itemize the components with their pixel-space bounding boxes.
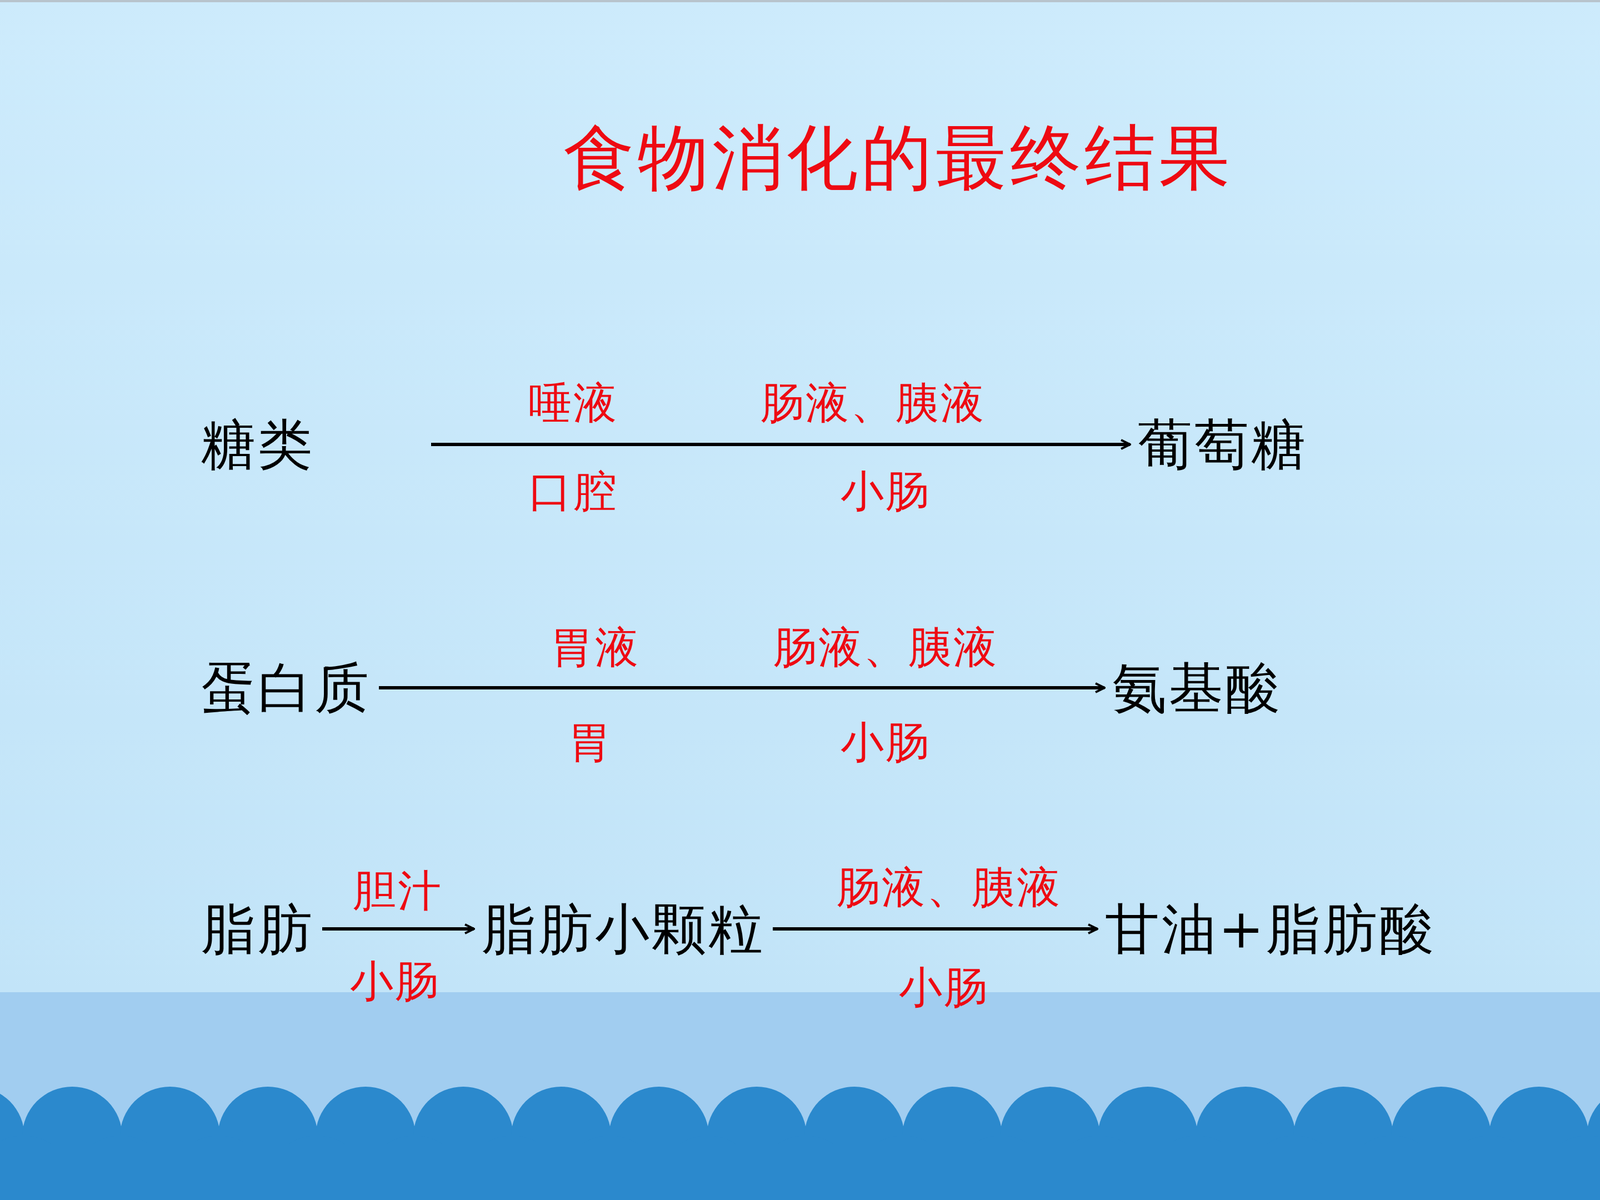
digestion-label: 肠液、胰液 <box>760 379 986 428</box>
term-text: 糖类 <box>201 413 424 477</box>
title: 食物消化的最终结果 <box>563 110 1234 207</box>
digestion-label: 肠液、胰液 <box>773 623 999 672</box>
sea-band <box>0 992 1600 1200</box>
wave-base <box>0 1144 1600 1200</box>
digestion-label: 小肠 <box>840 467 931 516</box>
term-node: 糖类 <box>201 413 424 477</box>
digestion-arrow <box>378 686 1105 690</box>
digestion-arrow <box>772 927 1098 931</box>
term-node: 甘油+脂肪酸 <box>1105 897 1437 961</box>
digestion-label: 小肠 <box>898 963 989 1012</box>
digestion-label: 口腔 <box>528 467 619 516</box>
term-node: 脂肪小颗粒 <box>481 897 765 961</box>
wave-row <box>0 1086 1600 1200</box>
digestion-label: 唾液 <box>528 379 619 428</box>
digestion-label: 肠液、胰液 <box>836 863 1062 912</box>
term-text: 脂肪小颗粒 <box>481 897 765 961</box>
digestion-label: 小肠 <box>350 957 440 1006</box>
sky-ground <box>0 0 1600 993</box>
term-text: 葡萄糖 <box>1137 413 1308 477</box>
term-node: 葡萄糖 <box>1137 413 1308 477</box>
term-node: 蛋白质 <box>201 656 372 720</box>
term-text: 氨基酸 <box>1112 656 1283 720</box>
term-text: 甘油+脂肪酸 <box>1105 897 1437 961</box>
term-text: 脂肪 <box>201 897 315 961</box>
digestion-arrow <box>322 927 474 931</box>
digestion-label: 胃液 <box>550 623 640 672</box>
term-node: 脂肪 <box>201 897 315 961</box>
digestion-label: 胃 <box>567 718 613 767</box>
top-rule <box>0 0 1600 3</box>
term-text: 蛋白质 <box>201 656 372 720</box>
digestion-arrow <box>431 442 1130 447</box>
digestion-label: 胆汁 <box>352 867 443 915</box>
digestion-label: 小肠 <box>840 718 931 767</box>
term-node: 氨基酸 <box>1112 656 1283 720</box>
